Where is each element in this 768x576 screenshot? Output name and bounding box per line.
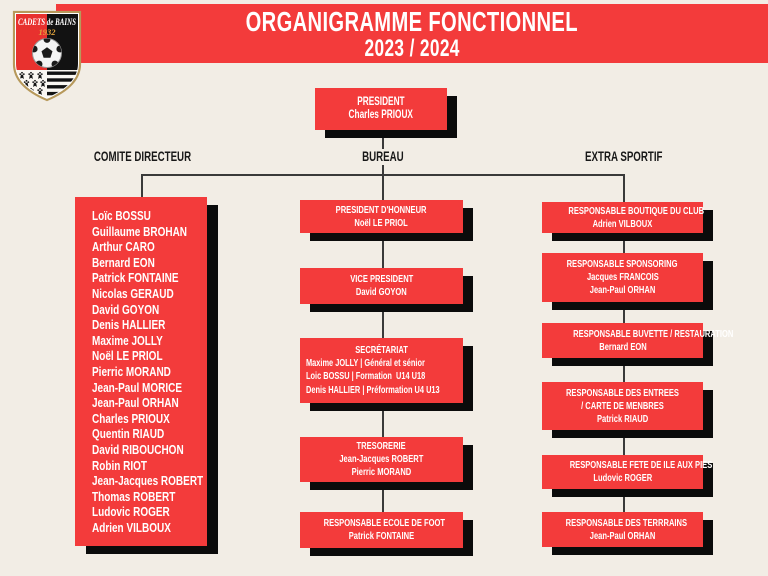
member-name: Ludovic ROGER: [92, 505, 170, 520]
soccer-ball-icon: [32, 38, 62, 68]
box-name: Jean-Jacques ROBERT: [339, 453, 424, 465]
box-ecole-de-foot: RESPONSABLE ECOLE DE FOOT Patrick FONTAI…: [300, 512, 463, 548]
club-logo: CADETS de BAINS 1932: [10, 8, 84, 102]
member-name: Patrick FONTAINE: [92, 271, 179, 286]
box-name: Ludovic ROGER: [593, 472, 652, 484]
box-name: Jean-Paul ORHAN: [589, 284, 656, 296]
member-name: Guillaume BROHAN: [92, 224, 188, 239]
box-title: RESPONSABLE FETE DE ILE AUX PIES: [569, 459, 713, 471]
box-name: Pierric MORAND: [351, 466, 412, 478]
member-name: Thomas ROBERT: [92, 489, 176, 504]
comite-members-list: Loïc BOSSU Guillaume BROHAN Arthur CARO …: [75, 197, 207, 546]
connector-line: [623, 233, 625, 254]
member-name: Maxime JOLLY: [92, 333, 163, 348]
connector-line: [623, 358, 625, 383]
box-name: Jacques FRANCOIS: [586, 271, 659, 283]
box-title: TRESORERIE: [356, 440, 407, 452]
box-vice-president: VICE PRESIDENT David GOYON: [300, 268, 463, 304]
club-name-text: CADETS de BAINS: [18, 17, 76, 27]
page-title: ORGANIGRAMME FONCTIONNEL: [245, 6, 579, 37]
member-name: Charles PRIOUX: [92, 411, 170, 426]
box-boutique: RESPONSABLE BOUTIQUE DU CLUB Adrien VILB…: [542, 202, 705, 233]
box-title: RESPONSABLE DES ENTREES: [565, 386, 679, 399]
box-title: PRESIDENT: [357, 95, 405, 108]
member-name: David RIBOUCHON: [92, 442, 184, 457]
member-name: Loïc BOSSU: [92, 209, 151, 223]
member-name: Noël LE PRIOL: [92, 349, 163, 364]
box-tresorerie: TRESORERIE Jean-Jacques ROBERT Pierric M…: [300, 437, 463, 482]
member-name: Robin RIOT: [92, 458, 147, 473]
connector-line: [623, 174, 625, 203]
box-name: Charles PRIOUX: [348, 109, 414, 121]
column-header-comite: COMITE DIRECTEUR: [93, 149, 191, 164]
box-name: Bernard EON: [598, 340, 647, 353]
box-name: David GOYON: [356, 286, 407, 298]
connector-line: [382, 132, 384, 149]
member-name: David GOYON: [92, 302, 160, 317]
connector-line: [382, 482, 384, 513]
box-title: RESPONSABLE SPONSORING: [567, 258, 678, 270]
connector-line: [382, 233, 384, 269]
connector-line: [623, 430, 625, 456]
member-name: Jean-Paul ORHAN: [92, 396, 179, 411]
box-role-line: Denis HALLIER | Préformation U4 U13: [306, 384, 440, 396]
member-name: Bernard EON: [92, 255, 155, 270]
box-fete: RESPONSABLE FETE DE ILE AUX PIES Ludovic…: [542, 455, 713, 489]
connector-line: [382, 304, 384, 339]
column-header-bureau: BUREAU: [362, 149, 404, 164]
box-name: Patrick RIAUD: [596, 412, 649, 425]
box-title: RESPONSABLE BUVETTE / RESTAURATION: [573, 327, 734, 340]
box-role-line: Loic BOSSU | Formation U14 U18: [306, 371, 426, 383]
member-name: Pierric MORAND: [92, 364, 171, 379]
box-title-line2: / CARTE DE MENBRES: [581, 399, 664, 412]
box-title: RESPONSABLE ECOLE DE FOOT: [323, 517, 446, 529]
connector-line: [382, 403, 384, 438]
box-title: RESPONSABLE DES TERRRAINS: [565, 516, 688, 529]
box-terrains: RESPONSABLE DES TERRRAINS Jean-Paul ORHA…: [542, 512, 703, 547]
page-subtitle: 2023 / 2024: [364, 35, 460, 62]
box-title: VICE PRESIDENT: [349, 273, 414, 285]
crest-border: [12, 10, 82, 102]
member-name: Quentin RIAUD: [92, 427, 165, 442]
member-name: Nicolas GERAUD: [92, 286, 174, 301]
box-entrees: RESPONSABLE DES ENTREES / CARTE DE MENBR…: [542, 382, 703, 430]
box-buvette: RESPONSABLE BUVETTE / RESTAURATION Berna…: [542, 323, 734, 358]
box-title: PRESIDENT D'HONNEUR: [336, 203, 427, 216]
member-name: Denis HALLIER: [92, 318, 166, 333]
box-name: Jean-Paul ORHAN: [589, 529, 656, 542]
box-president: PRESIDENT Charles PRIOUX: [315, 88, 447, 130]
title-banner: ORGANIGRAMME FONCTIONNEL 2023 / 2024: [56, 4, 768, 63]
connector-line: [623, 302, 625, 324]
box-title: SECRÉTARIAT: [355, 343, 408, 356]
connector-line: [623, 489, 625, 513]
box-name: Patrick FONTAINE: [348, 530, 415, 542]
box-name: Noël LE PRIOL: [354, 216, 409, 229]
connector-line: [141, 174, 143, 198]
box-secretariat: SECRÉTARIAT Maxime JOLLY | Général et sé…: [300, 338, 463, 403]
crest-inner-border: [15, 13, 79, 99]
column-header-extra: EXTRA SPORTIF: [585, 149, 663, 164]
box-title: RESPONSABLE BOUTIQUE DU CLUB: [568, 204, 705, 217]
box-president-honneur: PRESIDENT D'HONNEUR Noël LE PRIOL: [300, 200, 463, 233]
member-name: Adrien VILBOUX: [92, 520, 171, 535]
box-sponsoring: RESPONSABLE SPONSORING Jacques FRANCOIS …: [542, 253, 703, 302]
member-name: Jean-Paul MORICE: [92, 380, 183, 395]
member-name: Jean-Jacques ROBERT: [92, 474, 204, 489]
connector-line: [382, 165, 384, 176]
box-name: Adrien VILBOUX: [592, 217, 653, 230]
club-founded-text: 1932: [39, 27, 57, 37]
connector-line: [382, 174, 384, 201]
club-crest-icon: CADETS de BAINS 1932: [12, 10, 82, 102]
member-name: Arthur CARO: [92, 240, 155, 255]
box-role-line: Maxime JOLLY | Général et sénior: [306, 357, 425, 369]
